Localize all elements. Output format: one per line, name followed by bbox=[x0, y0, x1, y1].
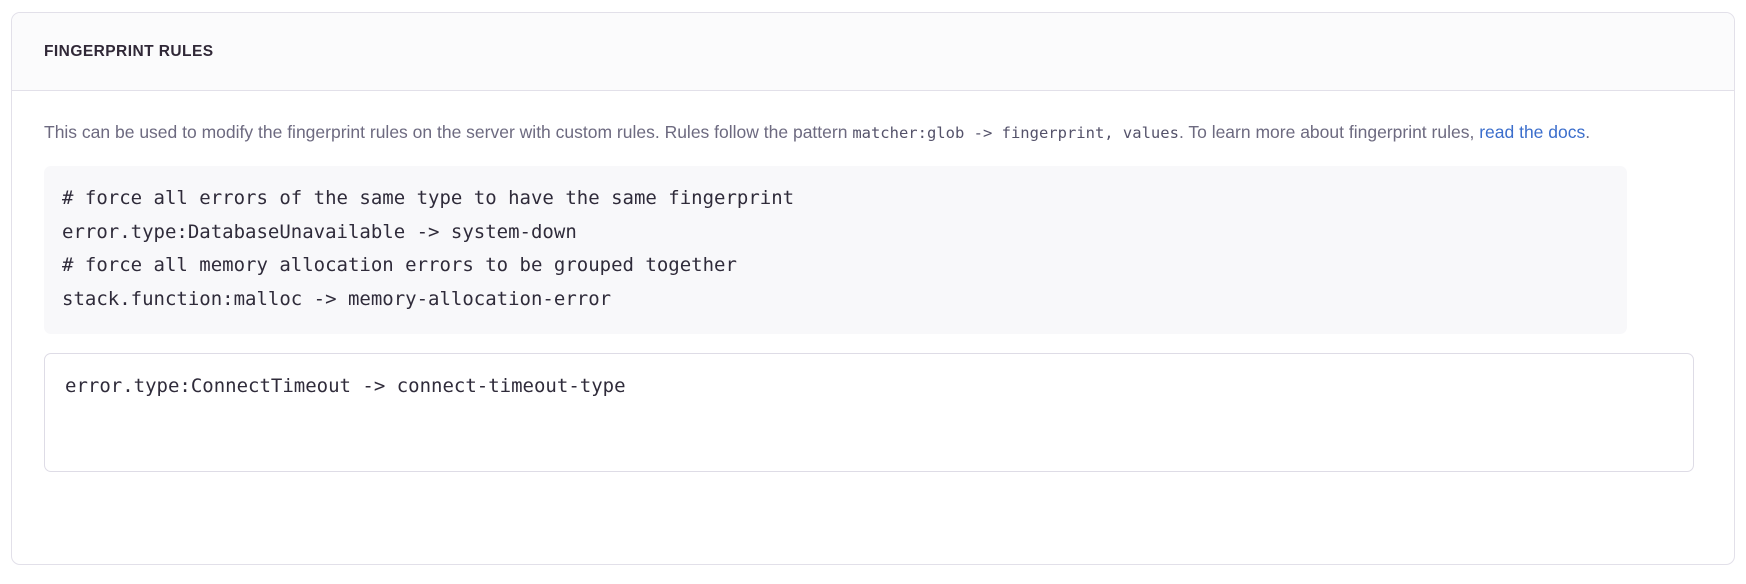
read-the-docs-link[interactable]: read the docs bbox=[1479, 122, 1586, 142]
description-part-3: . bbox=[1585, 122, 1591, 142]
inline-code-pattern: matcher:glob -> fingerprint, values bbox=[852, 124, 1179, 142]
card-body: This can be used to modify the fingerpri… bbox=[12, 91, 1734, 472]
description-part-2: . To learn more about fingerprint rules, bbox=[1178, 122, 1480, 142]
fingerprint-rules-input[interactable] bbox=[44, 353, 1694, 472]
description-part-1: This can be used to modify the fingerpri… bbox=[44, 122, 853, 142]
description-text: This can be used to modify the fingerpri… bbox=[44, 117, 1604, 149]
card-header: FINGERPRINT RULES bbox=[12, 13, 1734, 91]
fingerprint-rules-card: FINGERPRINT RULES This can be used to mo… bbox=[11, 12, 1735, 565]
page-title: FINGERPRINT RULES bbox=[44, 42, 214, 60]
example-rules-code-block: # force all errors of the same type to h… bbox=[44, 166, 1627, 334]
